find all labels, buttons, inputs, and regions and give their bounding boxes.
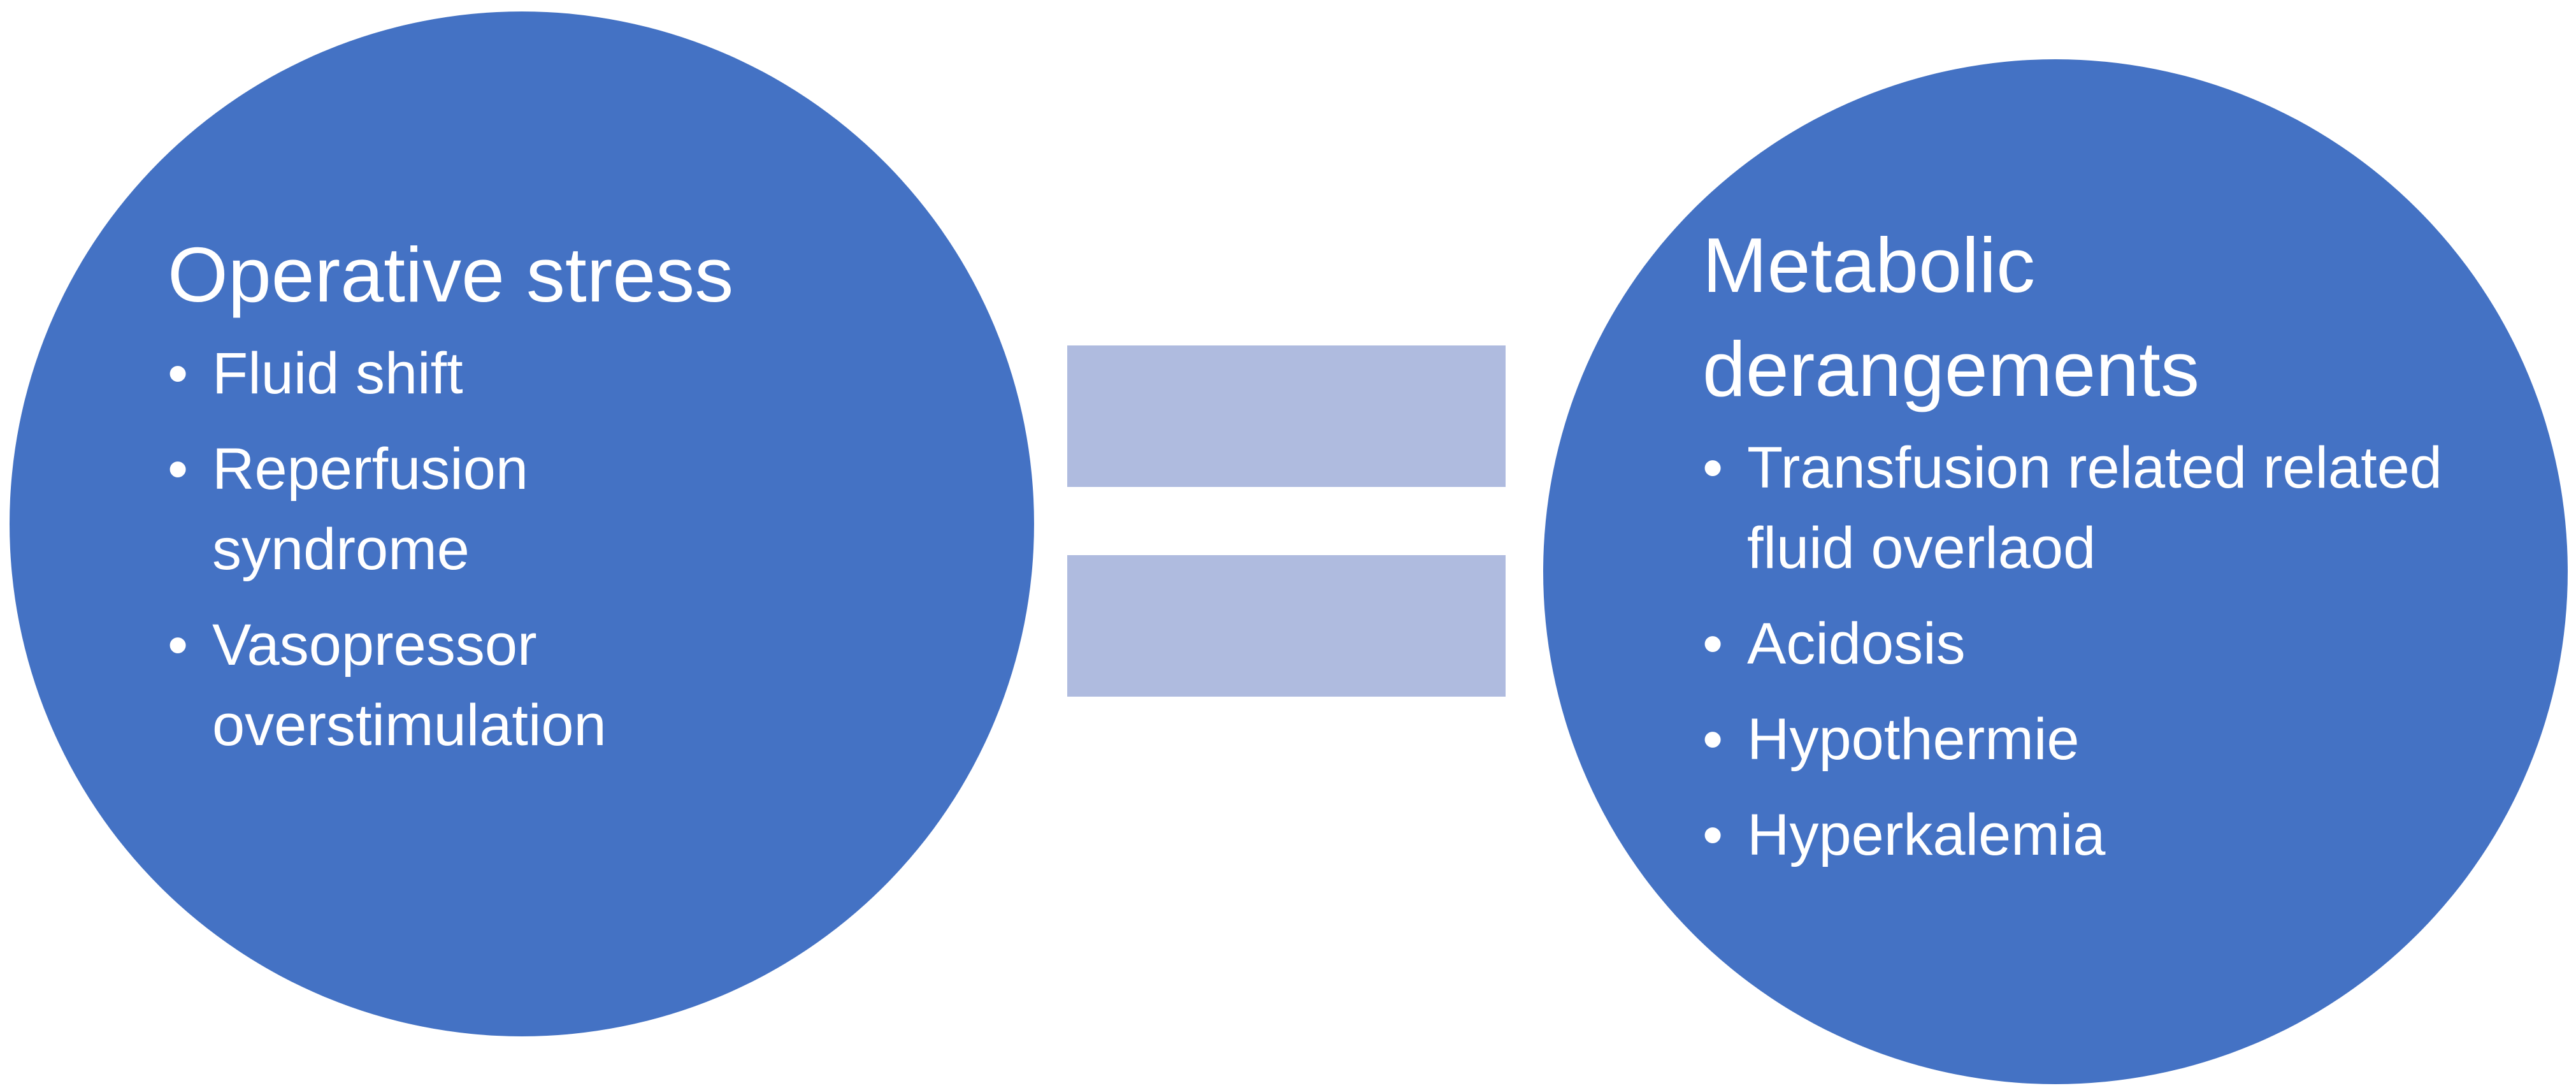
metabolic-derangements-item: Hypothermie (1702, 699, 2499, 780)
operative-stress-text: Operative stress Fluid shift Reperfusion… (168, 223, 932, 781)
equals-sign-bottom-bar (1067, 555, 1506, 697)
metabolic-derangements-item: Hyperkalemia (1702, 795, 2499, 875)
metabolic-derangements-list: Transfusion related related fluid overla… (1702, 428, 2499, 875)
equals-sign-top-bar (1067, 345, 1506, 487)
metabolic-derangements-title: Metabolic derangements (1702, 222, 2199, 412)
operative-stress-title: Operative stress (168, 231, 734, 318)
operative-stress-item: Reperfusion syndrome (168, 429, 645, 590)
operative-stress-list: Fluid shift Reperfusion syndrome Vasopre… (168, 333, 932, 765)
metabolic-derangements-text: Metabolic derangements Transfusion relat… (1702, 222, 2499, 890)
operative-stress-item: Vasopressor overstimulation (168, 605, 690, 765)
metabolic-derangements-item: Transfusion related related fluid overla… (1702, 428, 2461, 588)
operative-stress-item: Fluid shift (168, 333, 932, 414)
metabolic-derangements-item: Acidosis (1702, 604, 2499, 684)
